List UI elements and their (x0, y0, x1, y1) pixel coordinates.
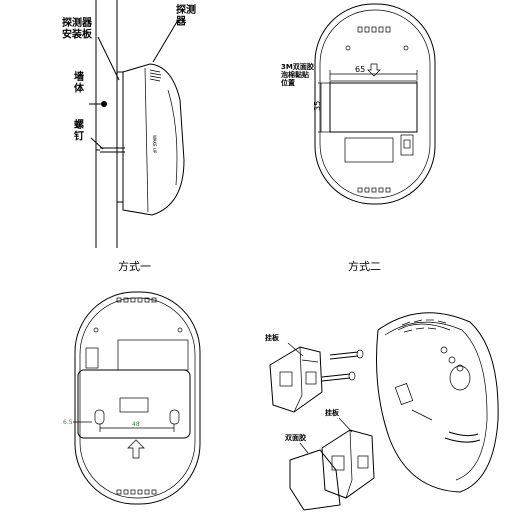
dim-height: 35 (313, 101, 322, 111)
svg-text:WAKE UP: WAKE UP (152, 135, 157, 154)
panel-mount-plate-front: 48 6.5 (63, 291, 201, 505)
panel-back-view-tape: 65 35 3M双面胶泡棉黏贴位置 方式二 (281, 3, 436, 273)
dim-spacing: 48 (132, 421, 140, 428)
label-wall: 墙体 (74, 70, 85, 95)
label-double-sided-tape: 双面胶 (285, 433, 306, 442)
label-detector: 探测器 (175, 3, 196, 28)
dim-small: 6.5 (63, 419, 73, 426)
label-mount-plate: 探测器安装板 (62, 16, 93, 41)
label-hook-plate-2: 挂板 (325, 408, 340, 417)
detector-side-vents (149, 69, 162, 82)
caption-method-two: 方式二 (348, 259, 381, 273)
bottom-vents-bottom-left (116, 489, 157, 495)
panel-wall-mount-side-view: WAKE UP 探测器 探测器安装板 墙体 螺钉 方式一 (62, 0, 196, 273)
screws (321, 349, 364, 382)
label-screw: 螺钉 (74, 118, 84, 143)
bottom-vents (357, 187, 391, 193)
top-vents-bottom-left (116, 297, 157, 303)
label-tape-position: 3M双面胶泡棉黏贴位置 (281, 62, 314, 87)
panel-isometric-exploded: 挂板 挂板 双面胶 (265, 312, 499, 511)
label-hook-plate-1: 挂板 (265, 333, 280, 342)
detector-iso-vents (401, 319, 447, 333)
top-vents (357, 26, 391, 33)
caption-method-one: 方式一 (118, 259, 151, 273)
dim-width: 65 (355, 65, 365, 74)
wall-marker-dot (101, 101, 107, 107)
